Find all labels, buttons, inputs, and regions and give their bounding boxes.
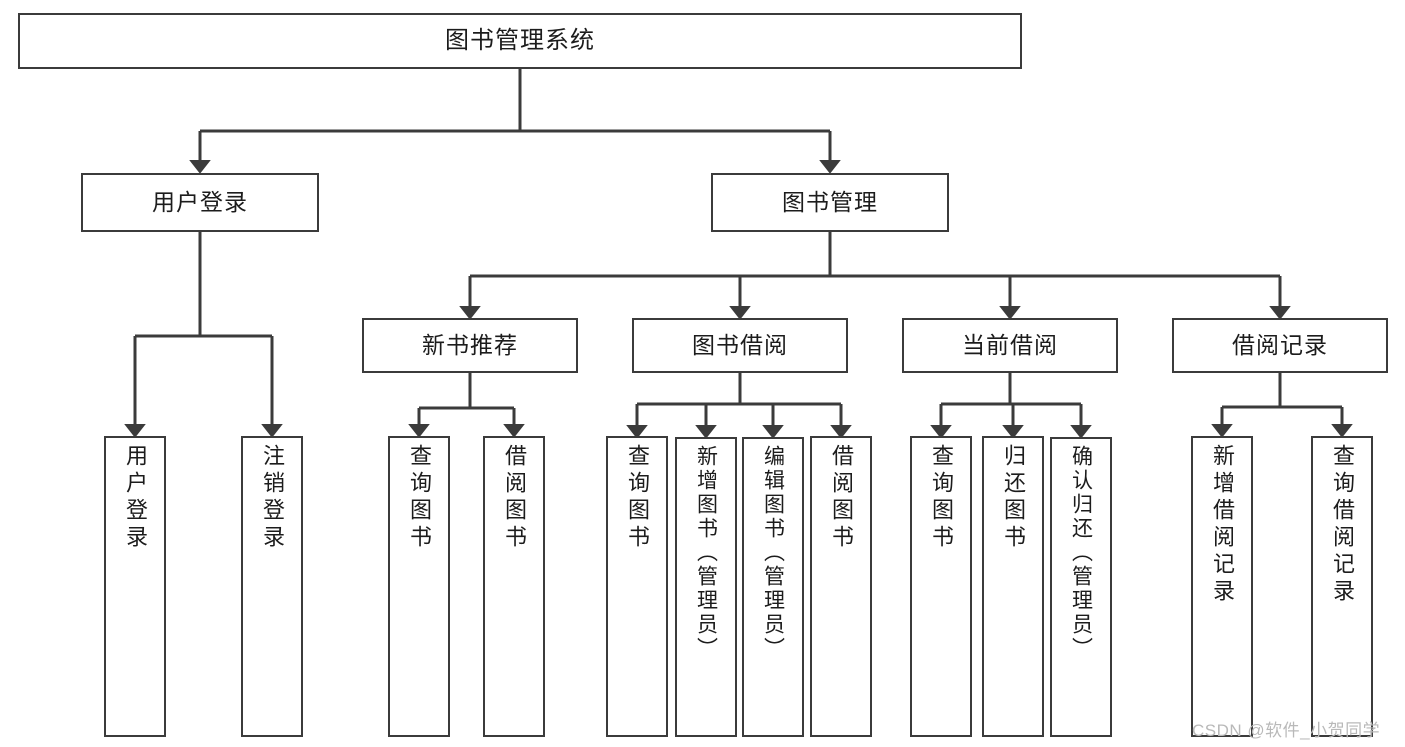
node-leaf-borrow-book[interactable]: 借阅图书 xyxy=(810,436,872,737)
node-label-leaf-borrow-book-recommend: 借阅图书 xyxy=(502,444,527,552)
csdn-watermark: CSDN @软件_小贺同学 xyxy=(1192,721,1381,740)
node-label-user-login: 用户登录 xyxy=(152,188,248,215)
node-label-book-manage: 图书管理 xyxy=(782,188,878,215)
node-label-new-book-recommend: 新书推荐 xyxy=(422,331,518,358)
node-leaf-borrow-book-recommend[interactable]: 借阅图书 xyxy=(483,436,545,737)
node-label-leaf-query-book-recommend: 查询图书 xyxy=(407,444,432,552)
node-label-leaf-borrow-book: 借阅图书 xyxy=(829,444,854,552)
node-leaf-user-login[interactable]: 用户登录 xyxy=(104,436,166,737)
node-root-system[interactable]: 图书管理系统 xyxy=(18,13,1022,69)
node-leaf-query-book-current[interactable]: 查询图书 xyxy=(910,436,972,737)
node-new-book-recommend[interactable]: 新书推荐 xyxy=(362,318,578,373)
node-label-leaf-edit-book: 编辑图书（管理员） xyxy=(761,445,785,661)
node-leaf-add-borrow-record[interactable]: 新增借阅记录 xyxy=(1191,436,1253,737)
node-user-login[interactable]: 用户登录 xyxy=(81,173,319,232)
node-book-borrow[interactable]: 图书借阅 xyxy=(632,318,848,373)
node-label-leaf-add-borrow-record: 新增借阅记录 xyxy=(1210,444,1235,606)
node-label-leaf-add-book: 新增图书（管理员） xyxy=(694,445,718,661)
node-label-leaf-return-book: 归还图书 xyxy=(1001,444,1026,552)
node-label-leaf-logout: 注销登录 xyxy=(260,444,285,552)
node-leaf-query-book-borrow[interactable]: 查询图书 xyxy=(606,436,668,737)
node-label-leaf-user-login: 用户登录 xyxy=(123,444,148,552)
node-label-leaf-query-borrow-record: 查询借阅记录 xyxy=(1330,444,1355,606)
node-leaf-return-book[interactable]: 归还图书 xyxy=(982,436,1044,737)
node-leaf-logout[interactable]: 注销登录 xyxy=(241,436,303,737)
node-label-current-borrow: 当前借阅 xyxy=(962,331,1058,358)
node-label-borrow-record: 借阅记录 xyxy=(1232,331,1328,358)
node-label-root: 图书管理系统 xyxy=(445,26,595,54)
node-leaf-add-book[interactable]: 新增图书（管理员） xyxy=(675,437,737,737)
node-current-borrow[interactable]: 当前借阅 xyxy=(902,318,1118,373)
node-borrow-record[interactable]: 借阅记录 xyxy=(1172,318,1388,373)
node-label-leaf-query-book-current: 查询图书 xyxy=(929,444,954,552)
node-leaf-query-book-recommend[interactable]: 查询图书 xyxy=(388,436,450,737)
node-label-leaf-query-book-borrow: 查询图书 xyxy=(625,444,650,552)
node-leaf-confirm-return[interactable]: 确认归还（管理员） xyxy=(1050,437,1112,737)
node-label-book-borrow: 图书借阅 xyxy=(692,331,788,358)
node-book-manage[interactable]: 图书管理 xyxy=(711,173,949,232)
node-label-leaf-confirm-return: 确认归还（管理员） xyxy=(1069,445,1093,661)
node-leaf-query-borrow-record[interactable]: 查询借阅记录 xyxy=(1311,436,1373,737)
node-leaf-edit-book[interactable]: 编辑图书（管理员） xyxy=(742,437,804,737)
